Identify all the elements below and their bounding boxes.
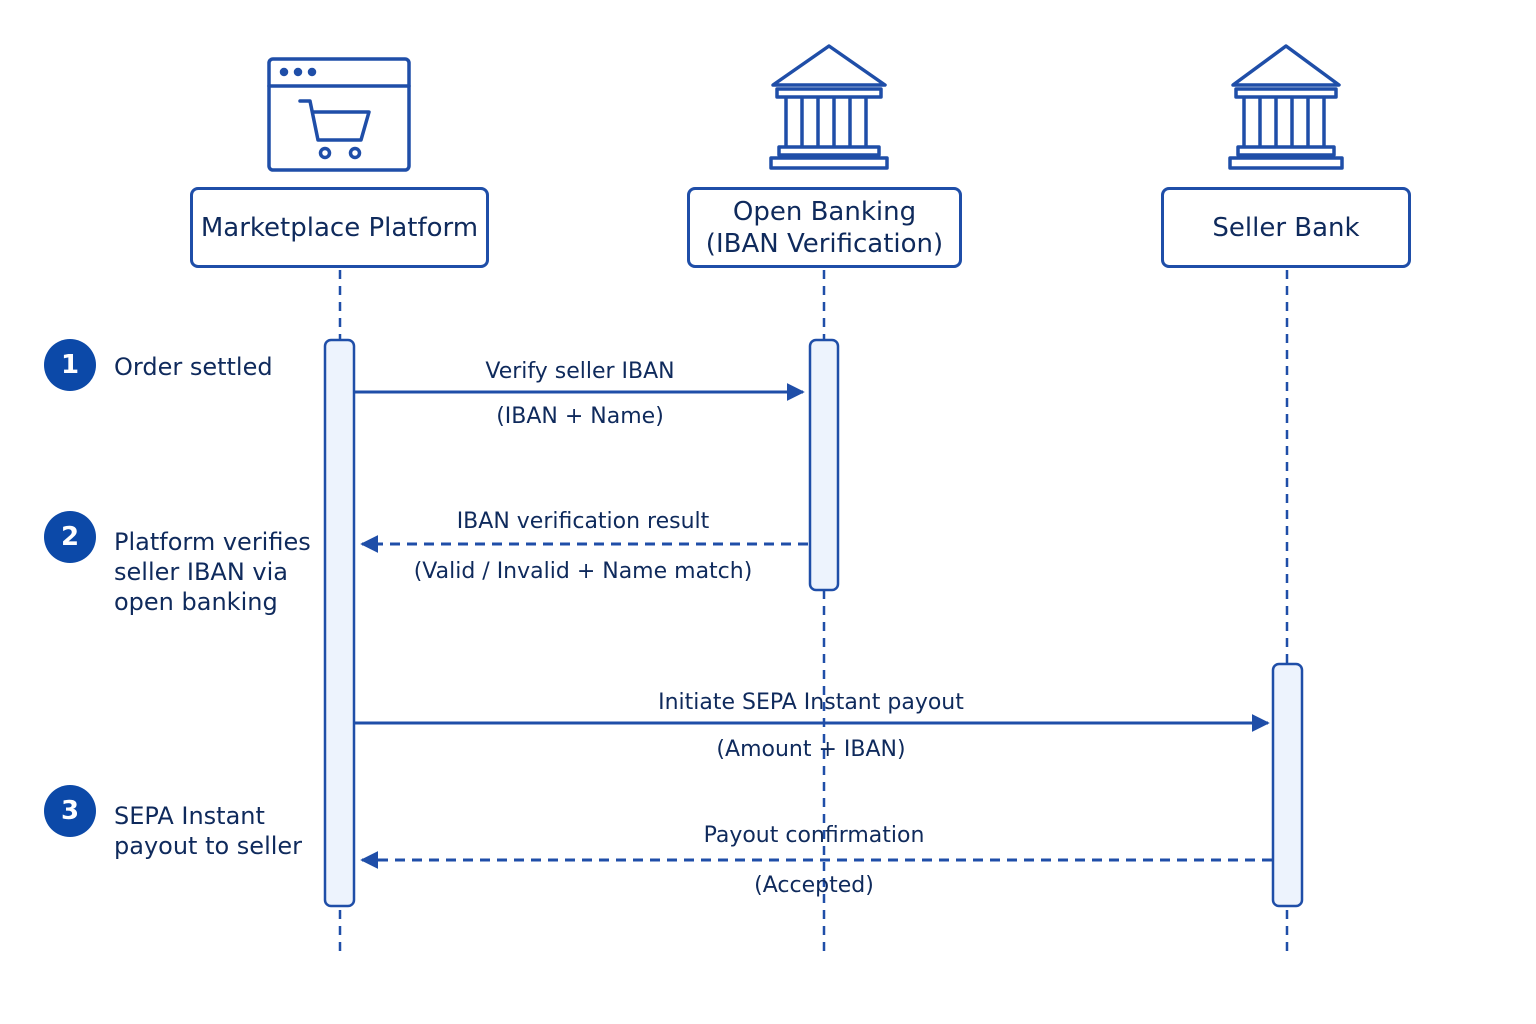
step-number: 1: [60, 350, 80, 380]
actor-label: Open Banking: [732, 196, 917, 227]
actor-marketplace-platform: Marketplace Platform: [190, 187, 489, 268]
step-badge: 1: [44, 339, 96, 391]
step-badge: 2: [44, 511, 96, 563]
message-label: IBAN verification result: [456, 509, 710, 534]
message-label: Initiate SEPA Instant payout: [658, 690, 964, 715]
shopping-cart-browser-icon: [267, 57, 411, 172]
step-text-line: seller IBAN via: [114, 558, 288, 586]
actor-label: Marketplace Platform: [200, 212, 479, 243]
actor-label: Seller Bank: [1212, 212, 1360, 243]
activation-openbanking: [808, 338, 840, 592]
message-label: Verify seller IBAN: [485, 359, 675, 384]
step-description: Order settled: [114, 352, 273, 382]
step-text-line: Platform verifies: [114, 528, 311, 556]
step-text-line: Order settled: [114, 353, 273, 381]
message-sublabel: (Amount + IBAN): [716, 737, 906, 762]
step-text-line: payout to seller: [114, 832, 303, 860]
step-description: Platform verifies seller IBAN via open b…: [114, 527, 311, 617]
message-sublabel: (Accepted): [754, 873, 874, 898]
message-sublabel: (IBAN + Name): [496, 404, 664, 429]
bank-icon: [769, 44, 889, 170]
step-badge: 3: [44, 785, 96, 837]
actor-label: (IBAN Verification): [705, 228, 944, 259]
activation-platform: [323, 338, 356, 908]
message-sublabel: (Valid / Invalid + Name match): [413, 559, 753, 584]
step-text-line: open banking: [114, 588, 278, 616]
step-number: 2: [60, 522, 80, 552]
step-description: SEPA Instant payout to seller: [114, 801, 302, 861]
activation-sellerbank: [1271, 662, 1304, 908]
step-number: 3: [60, 796, 80, 826]
step-text-line: SEPA Instant: [114, 802, 265, 830]
actor-open-banking: Open Banking (IBAN Verification): [687, 187, 962, 268]
actor-seller-bank: Seller Bank: [1161, 187, 1411, 268]
bank-icon: [1228, 44, 1344, 170]
message-label: Payout confirmation: [703, 823, 925, 848]
